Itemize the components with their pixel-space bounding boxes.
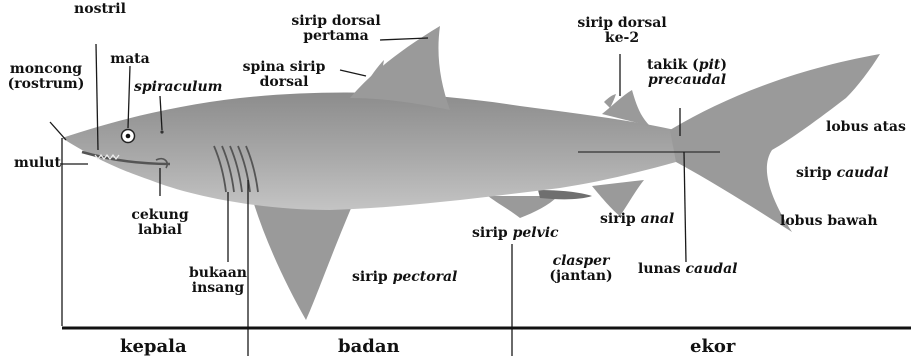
label-lobus-atas: lobus atas [826, 120, 906, 135]
label-mata: mata [108, 52, 152, 67]
label-lobus-bawah: lobus bawah [780, 214, 878, 229]
region-kepala: kepala [120, 336, 187, 357]
clasper [538, 190, 592, 199]
region-ekor: ekor [690, 336, 735, 357]
label-nostril: nostril [70, 2, 130, 17]
label-lunas-caudal: lunas caudal [638, 262, 737, 277]
pelvic-fin [488, 196, 558, 218]
spiracle [160, 130, 163, 133]
label-sirip-pectoral: sirip pectoral [352, 270, 457, 285]
label-sirip-pelvic: sirip pelvic [472, 226, 559, 241]
label-sirip-anal: sirip anal [600, 212, 674, 227]
label-moncong: moncong(rostrum) [6, 62, 86, 91]
shark-body [62, 92, 680, 210]
label-takik-precaudal: takik (pit) precaudal [640, 58, 734, 87]
label-spiraculum: spiraculum [134, 80, 222, 95]
label-sirip-caudal: sirip caudal [796, 166, 889, 181]
label-mulut: mulut [14, 156, 61, 171]
label-clasper: clasper(jantan) [536, 254, 626, 283]
pupil [126, 134, 131, 139]
region-badan: badan [338, 336, 400, 357]
